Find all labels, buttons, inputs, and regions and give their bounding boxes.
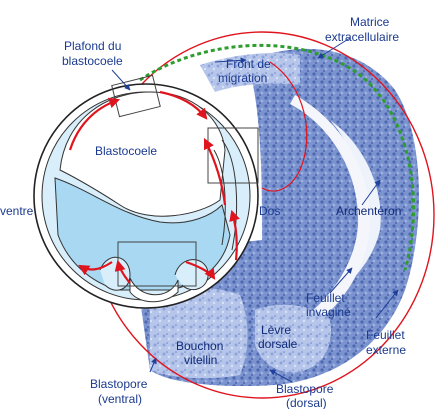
pointer-blastopore-dorsal [269, 369, 293, 383]
label-blastopore-ventral-2: (ventral) [98, 392, 142, 406]
pointer-feuillet-externe [375, 289, 399, 319]
dorsal-channel-inner [213, 149, 226, 246]
label-blastopore-dorsal-2: (dorsal) [286, 396, 327, 409]
label-bouchon-2: vitellin [184, 353, 217, 367]
zoom-box-front [207, 127, 259, 184]
label-plafond-1: Plafond du [64, 39, 121, 53]
label-ventre: ventre [0, 204, 34, 218]
red-arrow-icon [229, 209, 240, 261]
dorsal-lip [255, 304, 331, 373]
blastopore-lip-region [150, 288, 248, 379]
label-blastocoele: Blastocoele [95, 144, 157, 158]
label-feuillet-invagine-2: invaginé [306, 305, 351, 319]
label-front-2: migration [218, 71, 267, 85]
label-feuillet-invagine-1: Feuillet [306, 291, 345, 305]
label-matrice-2: extracellulaire [325, 30, 399, 44]
labels: Plafond du blastocoele Matrice extracell… [0, 15, 406, 409]
migration-arrows [68, 90, 240, 284]
archenteron-cavity [320, 120, 381, 305]
pointer-matrice [317, 37, 351, 59]
blastula-schematic [33, 74, 259, 309]
red-arrow-icon [114, 259, 131, 284]
label-matrice-1: Matrice [350, 15, 390, 29]
label-blastopore-ventral-1: Blastopore [90, 377, 148, 391]
label-feuillet-externe-2: externe [366, 343, 406, 357]
label-bouchon-1: Bouchon [176, 339, 223, 353]
label-levre-1: Lèvre [261, 323, 291, 337]
red-arrow-icon [78, 261, 113, 276]
red-arrow-icon [185, 260, 216, 280]
label-dos: Dos [259, 204, 280, 218]
label-plafond-2: blastocoele [62, 54, 123, 68]
invaginated-layer-gap [283, 95, 371, 340]
pointer-blastopore-ventral [149, 357, 157, 373]
label-blastopore-dorsal-1: Blastopore [276, 382, 334, 396]
pointer-archenteron [361, 179, 381, 206]
label-levre-2: dorsale [258, 337, 298, 351]
pointer-feuillet-invagine [329, 267, 353, 294]
label-archenteron: Archentéron [336, 204, 401, 218]
label-front-1: Front de [226, 57, 271, 71]
pointer-front [214, 57, 247, 64]
label-feuillet-externe-1: Feuillet [366, 328, 405, 342]
extracellular-matrix-line [139, 43, 416, 271]
blastocoele-cavity [59, 91, 226, 217]
migration-curve [261, 61, 308, 192]
pointer-plafond [111, 69, 131, 91]
tissue-top-band [200, 53, 300, 92]
pointer-lines [111, 37, 399, 383]
red-arrow-icon [159, 90, 208, 120]
red-arrow-icon [204, 138, 227, 206]
tissue-section [140, 48, 419, 387]
dorsal-channel [221, 139, 238, 251]
red-arrow-icon [68, 97, 121, 151]
